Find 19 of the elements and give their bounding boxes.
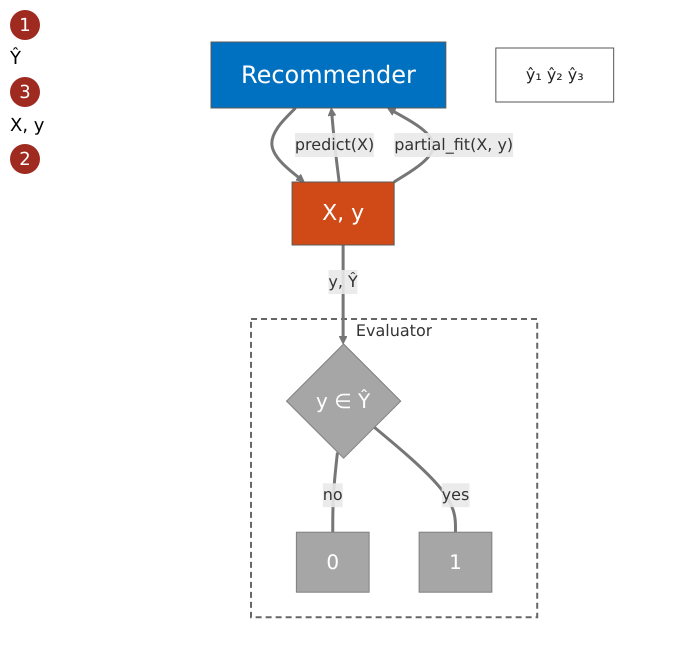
edge-note: Ŷ — [10, 48, 21, 69]
edge-label: partial_fit(X, y) — [394, 135, 514, 154]
node-diamond: y ∈ Ŷ — [286, 344, 402, 460]
edge-note: X, y — [10, 115, 44, 136]
node-box: Recommender — [210, 42, 446, 109]
callout-number: 1 — [10, 10, 40, 40]
edge-label: yes — [442, 486, 470, 505]
callout-number: 2 — [10, 144, 40, 174]
edge-label: predict(X) — [295, 135, 374, 154]
connector — [331, 452, 340, 533]
node-box: 0 — [296, 532, 370, 594]
callout-number: 3 — [10, 77, 40, 107]
connector — [373, 426, 458, 533]
arrow — [270, 107, 305, 183]
node-box: 1 — [418, 532, 492, 594]
node-box: X, y — [292, 182, 395, 246]
edge-label: y, Ŷ — [328, 272, 358, 292]
edge-label: no — [322, 486, 343, 505]
node-box: ŷ₁ ŷ₂ ŷ₃ — [496, 48, 614, 103]
